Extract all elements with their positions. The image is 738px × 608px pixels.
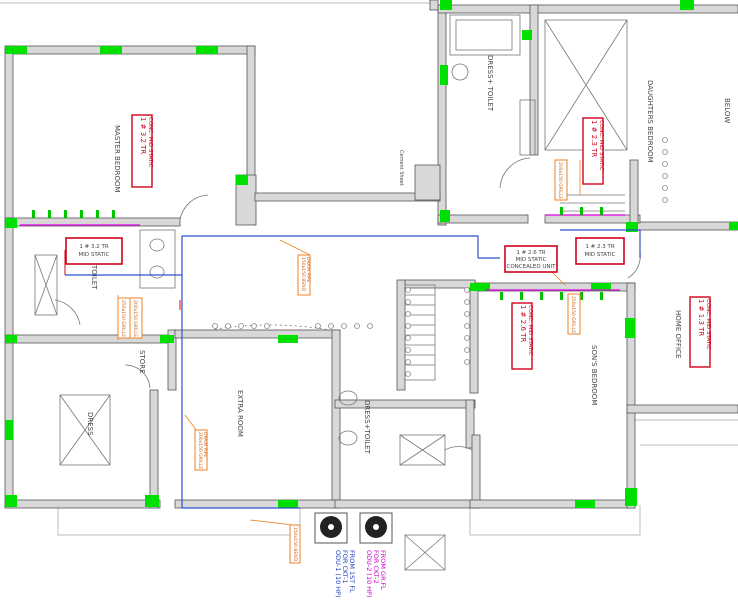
- label-toilet: TOILET: [90, 264, 98, 290]
- svg-text:1 # 2.3 TR: 1 # 2.3 TR: [590, 120, 598, 157]
- svg-text:FOR CKT-2: FOR CKT-2: [372, 550, 380, 584]
- svg-text:250x150 GRILLE: 250x150 GRILLE: [570, 296, 576, 333]
- label-home-office: HOME OFFICE: [674, 310, 682, 358]
- magenta-lines: [20, 214, 625, 291]
- svg-text:1 # 3.2 TR: 1 # 3.2 TR: [79, 244, 108, 250]
- label-below: BELOW: [723, 98, 731, 123]
- svg-text:MID STATIC: MID STATIC: [79, 252, 110, 258]
- svg-text:CONCEALED UNIT: CONCEALED UNIT: [506, 264, 556, 270]
- tag-son: 1 # 2.6 TR CONC. MID STATIC: [511, 302, 533, 370]
- svg-text:200x150 GRILLE: 200x150 GRILLE: [557, 162, 563, 199]
- svg-text:1 # 3.2 TR: 1 # 3.2 TR: [139, 117, 147, 154]
- svg-text:ODU-2 (10 HP): ODU-2 (10 HP): [365, 550, 373, 598]
- svg-text:1 # 2.6 TR: 1 # 2.6 TR: [516, 250, 545, 256]
- label-dress: DRESS: [86, 412, 94, 436]
- columns: [5, 0, 738, 508]
- outdoor-unit-2: [359, 512, 393, 544]
- svg-text:CONC. MID STATIC: CONC. MID STATIC: [598, 120, 604, 171]
- room-labels: MASTER BEDROOM DAUGHTERS BEDROOM BELOW D…: [86, 55, 731, 455]
- indoor-unit-mid: 1 # 2.6 TR MID STATIC CONCEALED UNIT: [504, 245, 558, 273]
- outdoor-labels: ODU-1 (10 HP) FOR CKT-1 FROM 1ST FL ODU-…: [334, 550, 387, 598]
- diffusers: [212, 137, 668, 377]
- orange-tag-texts: 150x150 BEND DRAIN PIPE 200x150 GRILLE D…: [120, 162, 576, 562]
- svg-text:200x150 GRILLE: 200x150 GRILLE: [197, 432, 203, 469]
- refrigerant-piping: [65, 229, 641, 509]
- svg-text:CONC. MID STATIC: CONC. MID STATIC: [527, 305, 533, 356]
- svg-text:250x150 GRILLE: 250x150 GRILLE: [120, 300, 126, 337]
- fixtures: [34, 14, 641, 571]
- label-daughters-bedroom: DAUGHTERS BEDROOM: [646, 80, 654, 163]
- tag-master: 1 # 3.2 TR CONC. MID STATIC: [131, 114, 153, 188]
- label-master-bedroom: MASTER BEDROOM: [113, 125, 121, 193]
- svg-text:DRAIN PIPE: DRAIN PIPE: [305, 257, 311, 282]
- svg-text:1 # 1.3 TR: 1 # 1.3 TR: [697, 299, 705, 336]
- walls: [4, 0, 738, 509]
- tag-daughter: 1 # 2.3 TR CONC. MID STATIC: [582, 117, 604, 185]
- duct-red: [64, 250, 181, 310]
- label-cement-sheet: Cement Sheet: [398, 150, 404, 186]
- svg-text:1 # 2.6 TR: 1 # 2.6 TR: [519, 305, 527, 342]
- label-store: STORE: [138, 350, 146, 374]
- svg-text:1 # 2.3 TR: 1 # 2.3 TR: [585, 244, 614, 250]
- label-dress-toilet-mid: DRESS+TOILET: [363, 400, 371, 455]
- svg-text:CONC. MID STATIC: CONC. MID STATIC: [705, 299, 711, 350]
- svg-text:200x150 GRILLE: 200x150 GRILLE: [132, 300, 138, 337]
- svg-text:CONC. MID STATIC: CONC. MID STATIC: [147, 117, 153, 168]
- indoor-unit-right: 1 # 2.3 TR MID STATIC: [575, 237, 625, 265]
- label-sons-bedroom: SON'S BEDROOM: [590, 345, 598, 405]
- label-dress-toilet-top: DRESS+ TOILET: [486, 55, 494, 112]
- svg-text:FOR CKT-1: FOR CKT-1: [341, 550, 349, 584]
- green-arrows: [32, 207, 603, 300]
- svg-text:FROM 1ST FL: FROM 1ST FL: [348, 550, 356, 593]
- svg-text:DRAIN PIPE: DRAIN PIPE: [202, 432, 208, 457]
- svg-text:FROM GR.FL: FROM GR.FL: [379, 550, 387, 590]
- indoor-unit-left: 1 # 3.2 TR MID STATIC: [65, 237, 123, 265]
- svg-text:150x150 BEND: 150x150 BEND: [292, 527, 298, 562]
- svg-text:ODU-1 (10 HP): ODU-1 (10 HP): [334, 550, 342, 598]
- orange-tags: [117, 159, 581, 564]
- svg-text:MID STATIC: MID STATIC: [585, 252, 616, 258]
- tag-home-office: 1 # 1.3 TR CONC. MID STATIC: [689, 296, 711, 368]
- label-extra-room: EXTRA ROOM: [236, 390, 244, 437]
- svg-text:MID STATIC: MID STATIC: [516, 257, 547, 263]
- svg-text:150x150 BEND: 150x150 BEND: [300, 257, 306, 292]
- outdoor-unit-1: [314, 512, 348, 544]
